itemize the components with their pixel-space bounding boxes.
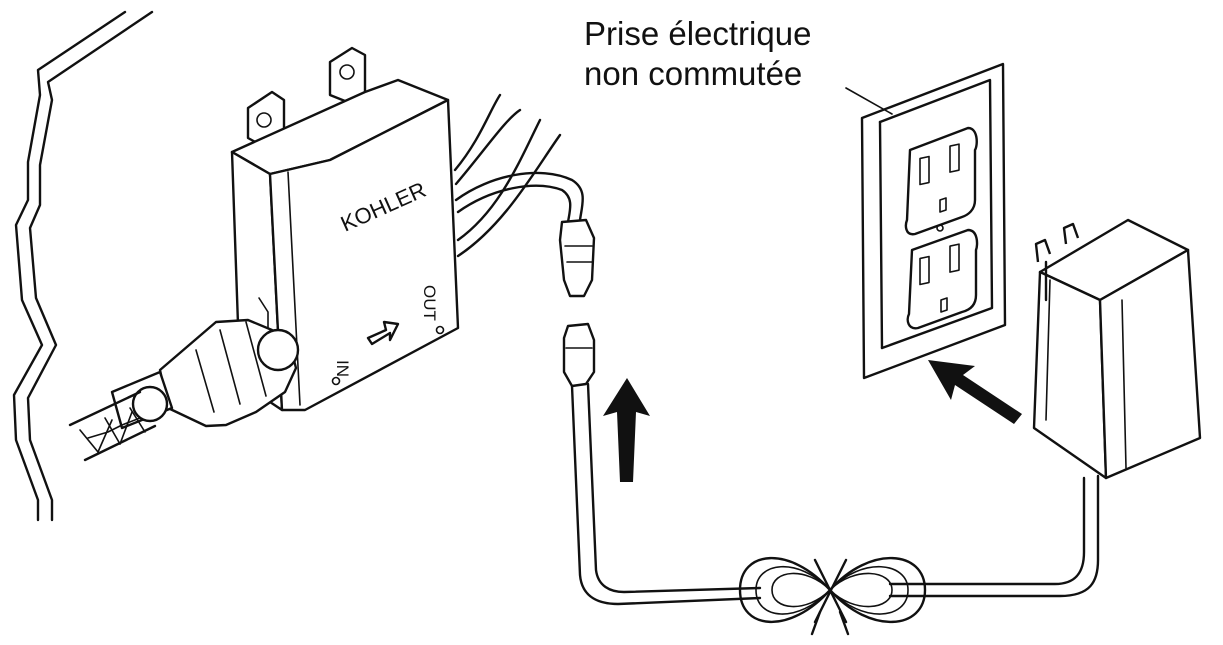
male-connector bbox=[562, 322, 596, 388]
callout-line-1: Prise électrique bbox=[584, 15, 812, 52]
power-adapter bbox=[1032, 218, 1202, 480]
callout-line-2: non commutée bbox=[584, 55, 803, 92]
arrow-up-icon bbox=[603, 378, 650, 482]
supply-wires bbox=[453, 93, 562, 258]
adapter-cable bbox=[562, 322, 1100, 606]
coiled-cord bbox=[738, 556, 927, 636]
wall-edge bbox=[12, 10, 154, 522]
braided-hose bbox=[68, 390, 157, 462]
port-in-label: IN bbox=[333, 360, 352, 377]
port-out-label: OUT bbox=[420, 285, 439, 321]
flow-arrow-icon bbox=[366, 320, 400, 346]
box-pigtail bbox=[454, 171, 596, 298]
outlet-callout-label: Prise électrique non commutée bbox=[584, 14, 811, 94]
arrow-diagonal-icon bbox=[928, 360, 1022, 424]
inlet-fitting bbox=[110, 318, 300, 430]
control-box: KOHLER IN OUT bbox=[230, 46, 460, 412]
callout-leader bbox=[845, 87, 893, 115]
wall-outlet bbox=[860, 62, 1007, 380]
female-connector bbox=[558, 218, 596, 298]
